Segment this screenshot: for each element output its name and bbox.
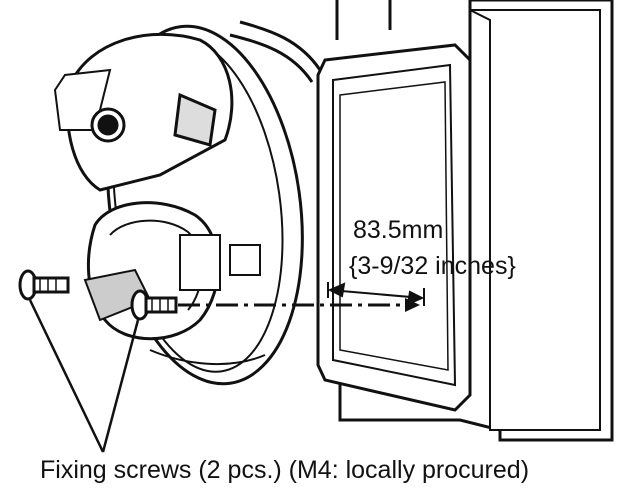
dimension-metric-label: 83.5mm xyxy=(353,216,444,244)
fixing-screws-caption: Fixing screws (2 pcs.) (M4: locally proc… xyxy=(40,456,530,484)
dimension-imperial-label: {3-9/32 inches} xyxy=(349,252,516,280)
leader-lines xyxy=(28,299,140,453)
screw-left xyxy=(18,269,70,301)
dimension-line xyxy=(327,282,425,306)
cable xyxy=(229,20,322,83)
camera-base xyxy=(53,24,304,386)
screw-right xyxy=(130,289,178,321)
junction-box xyxy=(316,0,614,442)
